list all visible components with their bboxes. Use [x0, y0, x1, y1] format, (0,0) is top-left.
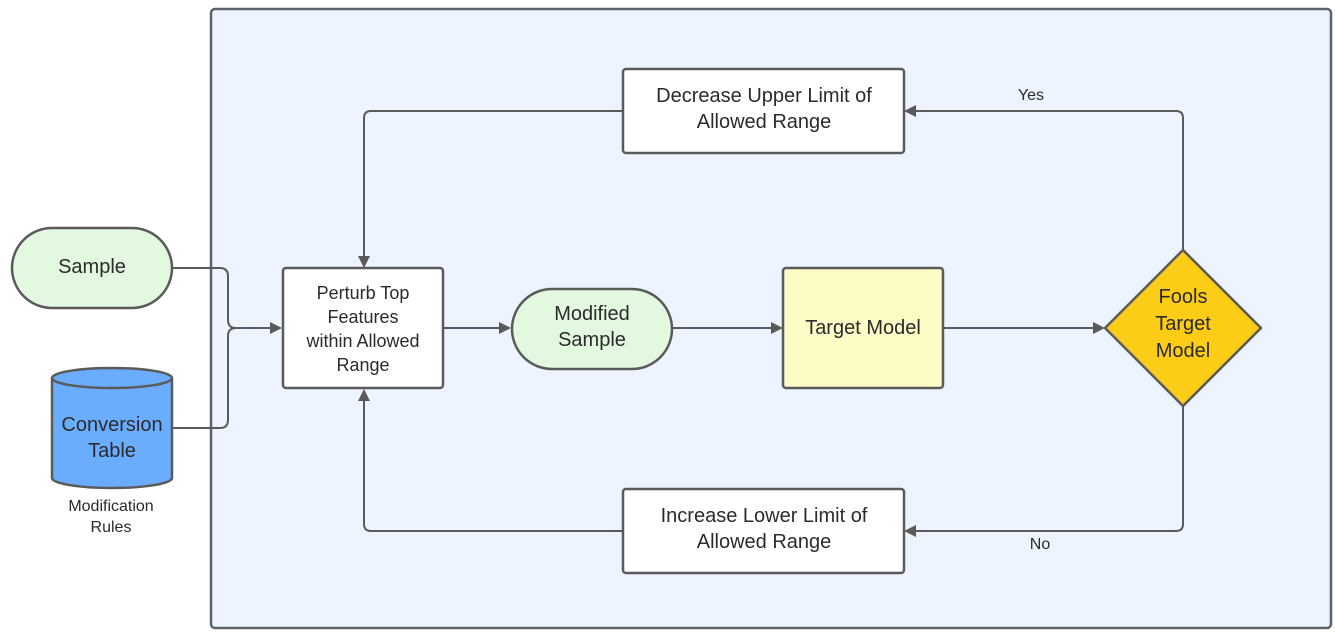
node-modified-sample-line-1: Modified: [554, 303, 630, 325]
edge-conversion-table-to-perturb: [172, 327, 280, 429]
node-conversion-table-line-2: Table: [88, 440, 136, 462]
edge-label-no: No: [1030, 536, 1051, 553]
modification-rules-line-2: Rules: [91, 519, 132, 536]
node-fools-target-model: Fools Target Model: [1103, 248, 1263, 408]
edge-fools-to-decrease-yes: [904, 105, 1184, 250]
edge-fools-to-increase-no: [904, 406, 1184, 537]
node-perturb: Perturb Top Features within Allowed Rang…: [281, 266, 445, 390]
node-conversion-table-top: [50, 366, 174, 390]
node-target-model: Target Model: [781, 266, 945, 390]
node-modified-sample-shape: [510, 287, 674, 371]
node-perturb-line-2: Features: [327, 307, 398, 327]
node-perturb-line-4: Range: [336, 355, 389, 375]
edge-increase-to-perturb: [358, 389, 622, 532]
node-increase-lower-limit-line-2: Allowed Range: [697, 531, 832, 553]
edges: [172, 105, 1184, 537]
node-modified-sample: Modified Sample: [510, 287, 674, 371]
modification-rules-line-1: Modification: [68, 498, 153, 515]
node-fools-target-model-line-3: Model: [1156, 340, 1210, 362]
node-target-model-shape: [781, 266, 945, 390]
node-sample-label: Sample: [58, 256, 126, 278]
node-decrease-upper-limit-line-1: Decrease Upper Limit of: [656, 85, 872, 107]
node-perturb-shape: [281, 266, 445, 390]
node-decrease-upper-limit-shape: [621, 67, 906, 155]
node-conversion-table: Conversion Table: [50, 366, 174, 490]
node-fools-target-model-line-1: Fools: [1159, 286, 1208, 308]
node-increase-lower-limit: Increase Lower Limit of Allowed Range: [621, 487, 906, 575]
node-increase-lower-limit-shape: [621, 487, 906, 575]
node-sample-shape: [10, 226, 174, 310]
edge-decrease-to-perturb: [358, 110, 622, 268]
node-fools-target-model-shape: [1103, 248, 1263, 408]
node-conversion-table-line-1: Conversion: [61, 414, 162, 436]
process-container: [209, 7, 1333, 630]
edge-label-yes: Yes: [1018, 87, 1044, 104]
node-increase-lower-limit-line-1: Increase Lower Limit of: [661, 505, 868, 527]
node-fools-target-model-line-2: Target: [1155, 313, 1211, 335]
node-perturb-line-3: within Allowed: [305, 331, 419, 351]
node-modified-sample-line-2: Sample: [558, 329, 626, 351]
node-decrease-upper-limit: Decrease Upper Limit of Allowed Range: [621, 67, 906, 155]
node-conversion-table-body: [50, 378, 174, 490]
node-decrease-upper-limit-line-2: Allowed Range: [697, 111, 832, 133]
node-sample: Sample: [10, 226, 174, 310]
node-target-model-label: Target Model: [805, 317, 921, 339]
node-perturb-line-1: Perturb Top: [317, 283, 410, 303]
